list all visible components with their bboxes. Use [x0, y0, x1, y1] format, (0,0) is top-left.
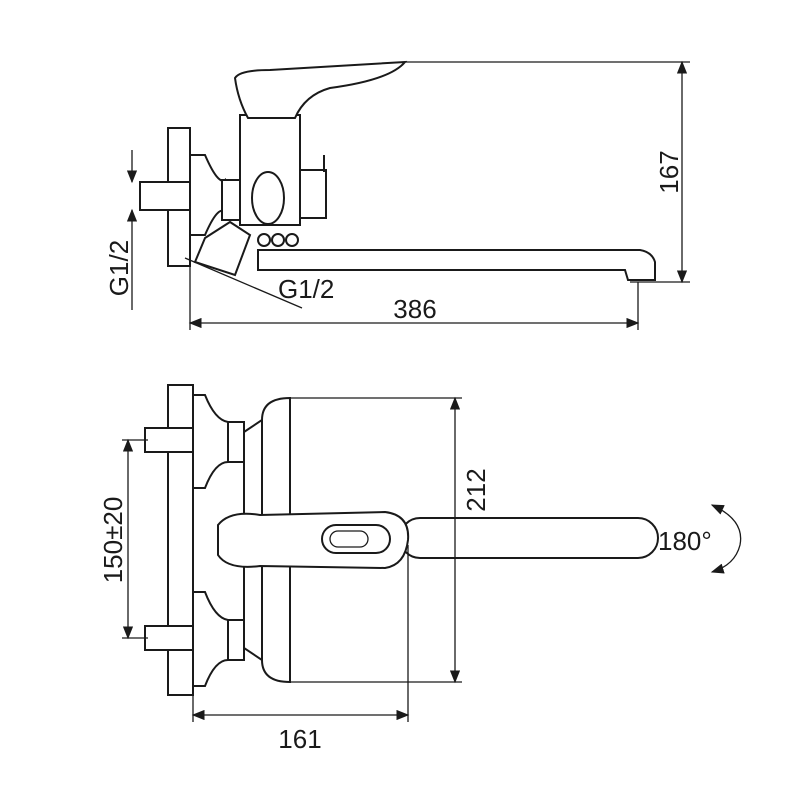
outlet-thread-label: G1/2 — [278, 274, 334, 304]
nut — [221, 179, 241, 221]
body-length-dimension-label: 161 — [278, 724, 321, 754]
escutcheon — [189, 154, 226, 236]
wall-hatch — [167, 384, 194, 696]
side-view: 167 386 G1/2 G1/2 — [104, 60, 690, 330]
diverter-knob — [251, 171, 285, 225]
escutcheon-upper — [192, 394, 229, 489]
outlet-connector — [193, 220, 299, 277]
diverter-rod — [299, 169, 327, 219]
escutcheon-lower — [192, 591, 229, 687]
inlet-pipe-lower — [144, 625, 194, 651]
depth-dimension-label: 212 — [461, 468, 491, 511]
inlet-pipe — [139, 181, 191, 211]
spout — [399, 517, 659, 559]
centers-dimension-label: 150±20 — [98, 497, 128, 584]
rotation-arrow-icon — [710, 504, 742, 574]
nut-upper — [227, 421, 245, 463]
height-dimension-label: 167 — [654, 150, 684, 193]
rotation-label: 180° — [658, 526, 712, 556]
length-dimension-label: 386 — [393, 294, 436, 324]
top-view: 212 150±20 161 180° — [98, 384, 742, 754]
handle-slot — [321, 524, 391, 554]
nut-lower — [227, 619, 245, 661]
spout — [257, 249, 656, 281]
lever-handle — [233, 60, 408, 119]
inlet-thread-label: G1/2 — [104, 240, 134, 296]
inlet-pipe-upper — [144, 427, 194, 453]
